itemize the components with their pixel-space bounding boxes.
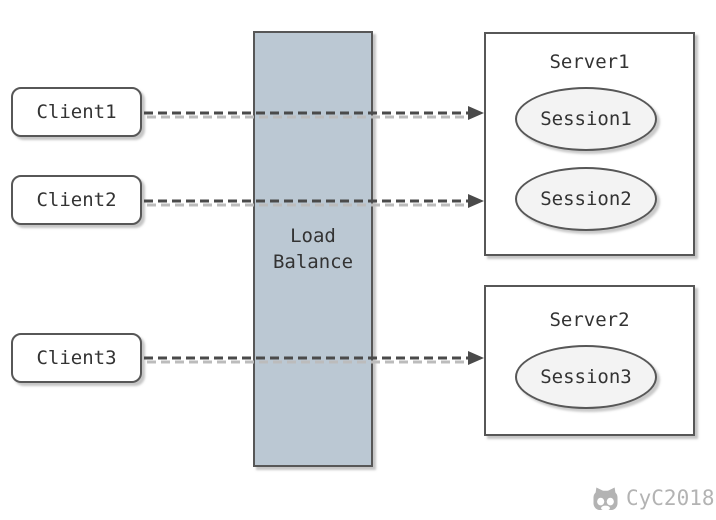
server2-node: Server2 Session3	[484, 285, 695, 436]
session3-node: Session3	[515, 345, 657, 409]
session2-label: Session2	[540, 188, 632, 210]
load-balancer-label: Load Balance	[272, 225, 354, 273]
client3-label: Client3	[36, 347, 117, 369]
github-octocat-icon	[592, 486, 619, 511]
watermark-label: CyC2018	[626, 486, 715, 510]
client1-node: Client1	[11, 87, 142, 137]
server2-title: Server2	[549, 309, 630, 331]
session1-node: Session1	[515, 87, 657, 151]
server1-node: Server1 Session1 Session2	[484, 32, 695, 256]
client3-node: Client3	[11, 333, 142, 383]
session3-label: Session3	[540, 366, 632, 388]
client2-node: Client2	[11, 175, 142, 225]
session1-label: Session1	[540, 108, 632, 130]
client2-label: Client2	[36, 189, 117, 211]
watermark: CyC2018	[592, 485, 715, 511]
client1-label: Client1	[36, 101, 117, 123]
server1-title: Server1	[549, 51, 630, 73]
load-balancer-node: Load Balance	[253, 31, 373, 467]
session2-node: Session2	[515, 167, 657, 231]
